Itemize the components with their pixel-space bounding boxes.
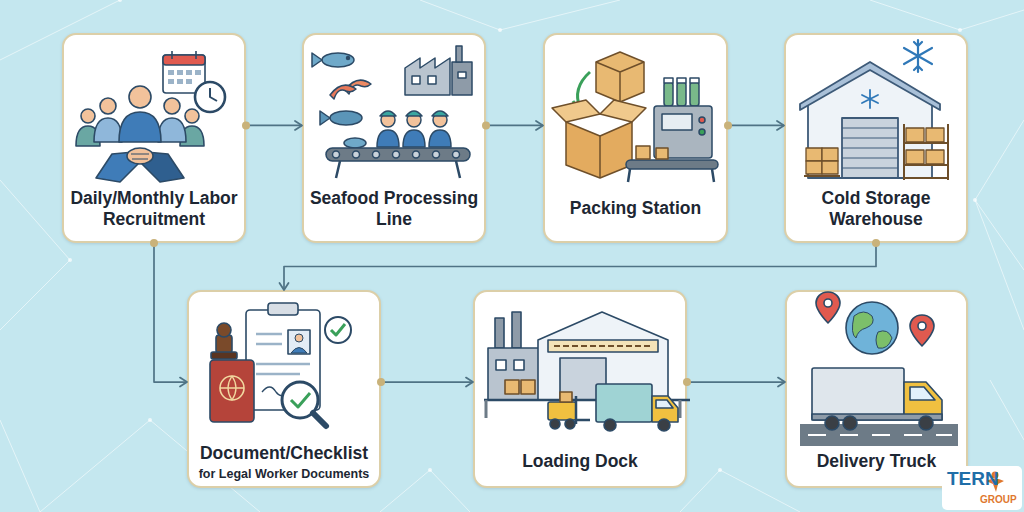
card-title: Daily/Monthly Labor Recruitment: [68, 188, 240, 230]
logo-text: GROUP: [980, 494, 1017, 505]
flow-arrow: [381, 381, 473, 383]
flow-arrow: [687, 381, 785, 383]
process-card: Document/Checklist for Legal Worker Docum…: [187, 290, 381, 488]
card-title: Packing Station: [549, 198, 722, 219]
card-subtitle: for Legal Worker Documents: [193, 466, 375, 482]
mesh-dots-part: [718, 468, 722, 472]
flow-arrow: [284, 243, 876, 290]
mesh-dots-part: [148, 418, 152, 422]
flow-arrow: [154, 243, 187, 382]
mesh-dots-part: [498, 28, 502, 32]
logo-background: [942, 466, 1022, 510]
card-title: Delivery Truck: [791, 451, 962, 472]
process-card: Daily/Monthly Labor Recruitment: [62, 33, 246, 243]
mesh-dots-part: [973, 198, 977, 202]
process-card: Cold Storage Warehouse: [784, 33, 968, 243]
card-title: Document/Checklist: [193, 443, 375, 464]
flow-arrow: [728, 125, 784, 127]
flow-arrow: [486, 125, 543, 127]
process-card: Packing Station: [543, 33, 728, 243]
mesh-dots-part: [68, 258, 72, 262]
card-title: Loading Dock: [479, 451, 681, 472]
card-title: Cold Storage Warehouse: [790, 188, 962, 230]
mesh-dots-part: [958, 28, 962, 32]
process-card: Loading Dock: [473, 290, 687, 488]
mesh-dots-part: [118, 0, 122, 2]
logo: [942, 466, 1022, 510]
mesh-dots-part: [428, 468, 432, 472]
flow-arrow: [246, 125, 302, 127]
process-card: Delivery Truck: [785, 290, 968, 488]
card-title: Seafood Processing Line: [308, 188, 480, 230]
logo-text: TERN: [947, 468, 999, 490]
process-card: Seafood Processing Line: [302, 33, 486, 243]
